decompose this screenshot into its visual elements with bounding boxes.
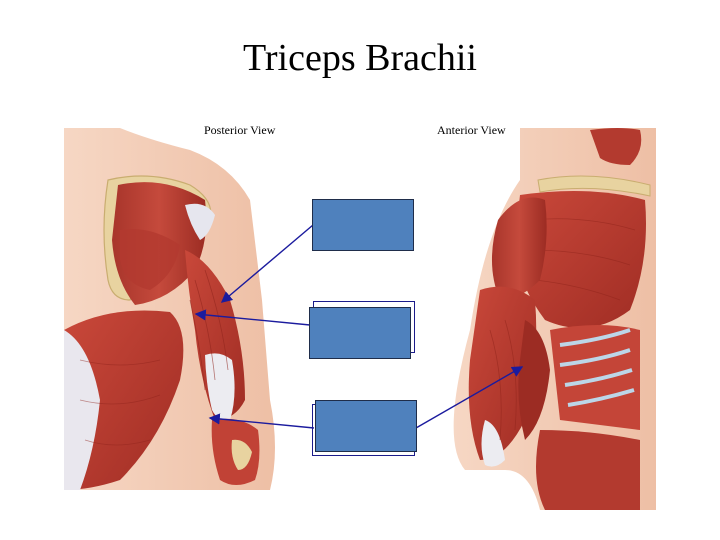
triceps-anterior xyxy=(518,320,550,440)
clavicle xyxy=(537,175,651,197)
label-box-middle[interactable] xyxy=(309,307,411,359)
pointer-arrows xyxy=(194,224,524,429)
anterior-view-label: Anterior View xyxy=(437,123,506,137)
anterior-arm-illustration xyxy=(453,128,656,510)
arrow-top xyxy=(220,224,314,303)
deltoid-anterior xyxy=(491,197,547,300)
pectoralis-major xyxy=(515,191,646,328)
posterior-arm-illustration xyxy=(64,128,275,490)
triceps-tendon-posterior xyxy=(205,353,235,421)
latissimus-dorsi-posterior xyxy=(64,310,184,490)
arrow-bottom-left xyxy=(208,413,315,429)
arrow-bottom-right xyxy=(415,366,524,429)
biceps-anterior xyxy=(468,286,537,460)
label-box-bottom[interactable] xyxy=(315,400,417,452)
label-box-top[interactable] xyxy=(312,199,414,251)
slide-title: Triceps Brachii xyxy=(243,37,477,79)
arrow-middle xyxy=(194,309,311,326)
posterior-view-label: Posterior View xyxy=(204,123,276,137)
